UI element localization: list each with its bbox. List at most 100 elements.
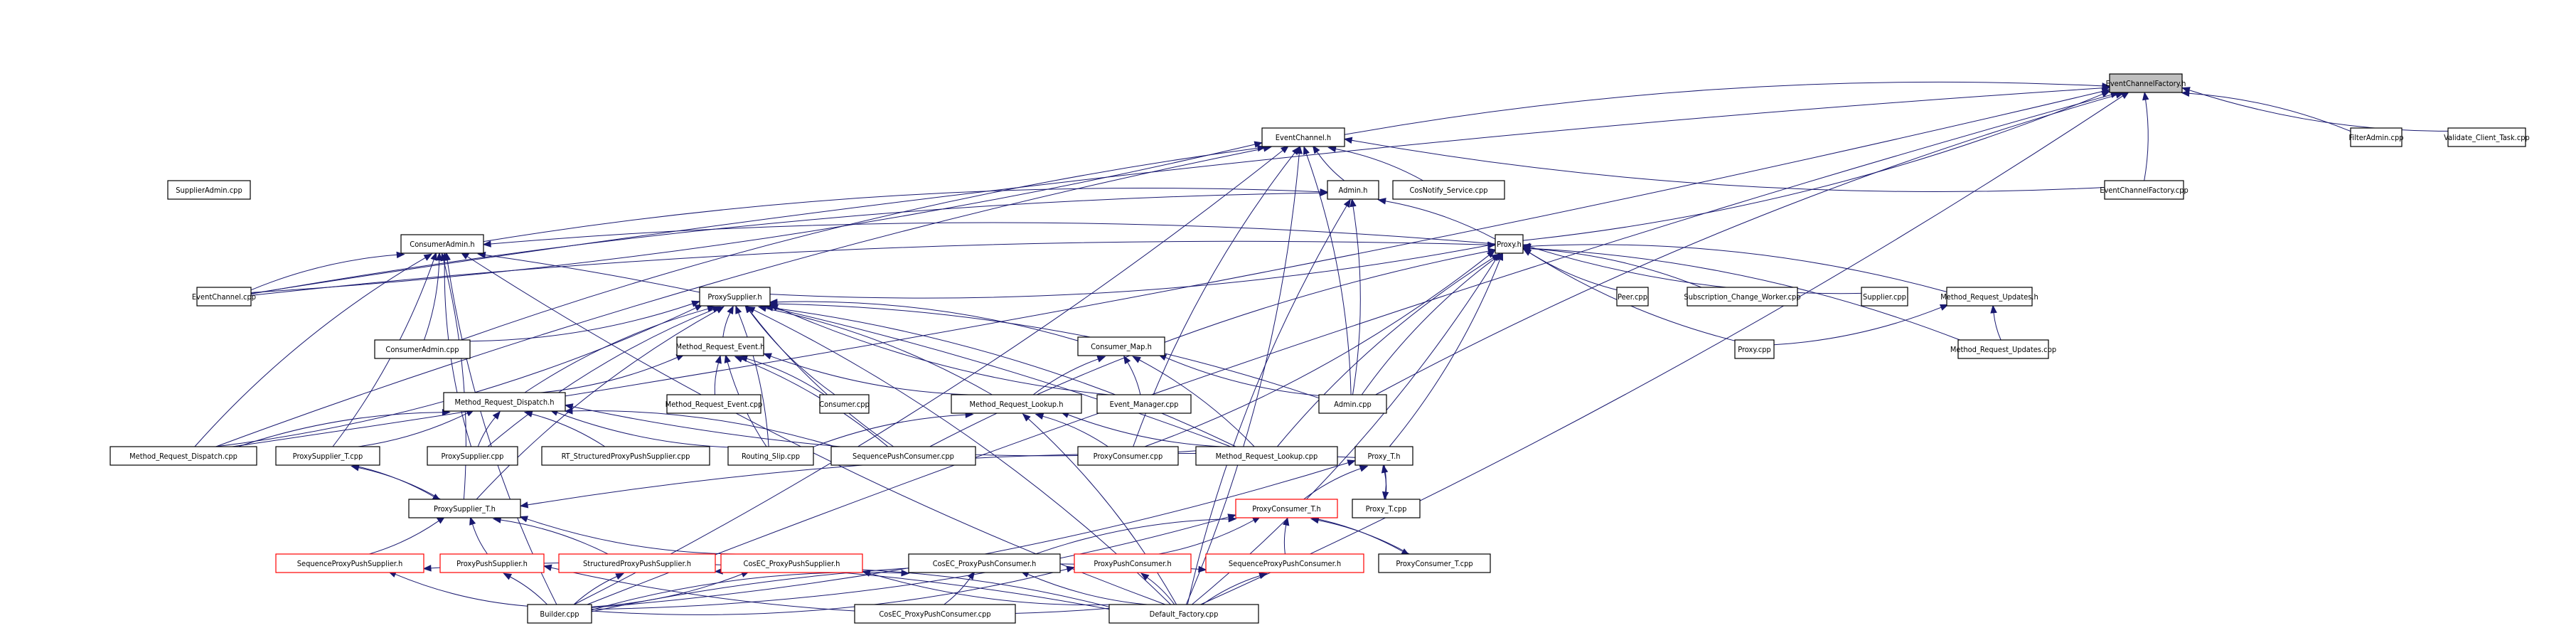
node-box[interactable] (2447, 127, 2526, 147)
node-box[interactable] (541, 446, 710, 466)
node-box[interactable] (1205, 553, 1364, 573)
node-pst-cpp[interactable]: ProxySupplier_T.cpp (275, 446, 380, 466)
node-box[interactable] (196, 287, 252, 307)
node-box[interactable] (1352, 499, 1421, 518)
node-box[interactable] (1957, 339, 2049, 359)
node-box[interactable] (1074, 553, 1192, 573)
node-box[interactable] (1261, 127, 1345, 147)
node-proxysupplier-cpp[interactable]: ProxySupplier.cpp (427, 446, 518, 466)
node-peer[interactable]: Peer.cpp (1616, 287, 1649, 307)
node-rt-spps[interactable]: RT_StructuredProxyPushSupplier.cpp (541, 446, 710, 466)
node-supplieradmin[interactable]: SupplierAdmin.cpp (167, 180, 251, 200)
node-mrl-h[interactable]: Method_Request_Lookup.h (951, 394, 1082, 414)
node-mre-h[interactable]: Method_Request_Event.h (676, 336, 765, 356)
node-admin-cpp[interactable]: Admin.cpp (1318, 394, 1387, 414)
node-box[interactable] (1195, 446, 1338, 466)
node-proxysupplier-h[interactable]: ProxySupplier.h (699, 287, 771, 307)
node-box[interactable] (727, 446, 814, 466)
node-consumeradmin-h[interactable]: ConsumerAdmin.h (400, 234, 484, 254)
node-box[interactable] (1946, 287, 2033, 307)
node-box[interactable] (951, 394, 1082, 414)
node-box[interactable] (1495, 234, 1524, 254)
node-pst-h[interactable]: ProxySupplier_T.h (408, 499, 521, 518)
node-box[interactable] (400, 234, 484, 254)
node-mru-cpp[interactable]: Method_Request_Updates.cpp (1950, 339, 2056, 359)
node-box[interactable] (1108, 604, 1259, 624)
node-seqppc-h[interactable]: SequenceProxyPushConsumer.h (1205, 553, 1364, 573)
node-box[interactable] (558, 553, 716, 573)
node-box[interactable] (699, 287, 771, 307)
node-box[interactable] (830, 446, 976, 466)
node-box[interactable] (1235, 499, 1338, 518)
node-pps-h[interactable]: ProxyPushSupplier.h (439, 553, 545, 573)
node-supplier-cpp[interactable]: Supplier.cpp (1861, 287, 1908, 307)
node-spps-h[interactable]: StructuredProxyPushSupplier.h (558, 553, 716, 573)
node-seqpushcons[interactable]: SequencePushConsumer.cpp (830, 446, 976, 466)
node-cosnotify[interactable]: CosNotify_Service.cpp (1392, 180, 1505, 200)
node-seqpps-h[interactable]: SequenceProxyPushSupplier.h (275, 553, 424, 573)
node-proxy-cpp[interactable]: Proxy.cpp (1734, 339, 1775, 359)
node-box[interactable] (167, 180, 251, 200)
node-consumeradmin-cpp[interactable]: ConsumerAdmin.cpp (374, 339, 471, 359)
node-box[interactable] (1318, 394, 1387, 414)
node-proxyconsumer-cpp[interactable]: ProxyConsumer.cpp (1077, 446, 1179, 466)
node-box[interactable] (427, 446, 518, 466)
node-proxyt-h[interactable]: Proxy_T.h (1354, 446, 1413, 466)
node-box[interactable] (275, 446, 380, 466)
node-box[interactable] (1096, 394, 1192, 414)
node-cosec-ppc-h[interactable]: CosEC_ProxyPushConsumer.h (908, 553, 1061, 573)
node-box[interactable] (109, 446, 257, 466)
node-box[interactable] (1392, 180, 1505, 200)
node-pct-cpp[interactable]: ProxyConsumer_T.cpp (1378, 553, 1491, 573)
node-proxy-h[interactable]: Proxy.h (1495, 234, 1524, 254)
node-subscr[interactable]: Subscription_Change_Worker.cpp (1684, 287, 1801, 307)
node-cosec-pps-h[interactable]: CosEC_ProxyPushSupplier.h (720, 553, 863, 573)
node-box[interactable] (1354, 446, 1413, 466)
node-box[interactable] (854, 604, 1016, 624)
node-ecf-h[interactable]: EventChannelFactory.h (2106, 73, 2186, 93)
node-filteradmin[interactable]: FilterAdmin.cpp (2348, 127, 2404, 147)
node-mrd-cpp[interactable]: Method_Request_Dispatch.cpp (109, 446, 257, 466)
node-box[interactable] (1077, 446, 1179, 466)
node-box[interactable] (408, 499, 521, 518)
node-box[interactable] (1327, 180, 1379, 200)
node-consumermap-h[interactable]: Consumer_Map.h (1077, 336, 1165, 356)
node-box[interactable] (2104, 180, 2184, 200)
node-box[interactable] (720, 553, 863, 573)
node-box[interactable] (2350, 127, 2403, 147)
node-box[interactable] (666, 394, 761, 414)
node-mre-cpp[interactable]: Method_Request_Event.cpp (666, 394, 763, 414)
node-box[interactable] (2109, 73, 2183, 93)
node-ec-cpp[interactable]: EventChannel.cpp (192, 287, 256, 307)
node-box[interactable] (1077, 336, 1165, 356)
node-admin-h[interactable]: Admin.h (1327, 180, 1379, 200)
node-builder[interactable]: Builder.cpp (527, 604, 592, 624)
node-box[interactable] (443, 392, 566, 412)
node-box[interactable] (1734, 339, 1775, 359)
node-box[interactable] (1861, 287, 1908, 307)
node-eventmgr[interactable]: Event_Manager.cpp (1096, 394, 1192, 414)
node-mrl-cpp[interactable]: Method_Request_Lookup.cpp (1195, 446, 1338, 466)
node-box[interactable] (676, 336, 764, 356)
node-box[interactable] (1378, 553, 1491, 573)
node-cosec-ppc-cpp[interactable]: CosEC_ProxyPushConsumer.cpp (854, 604, 1016, 624)
node-box[interactable] (275, 553, 424, 573)
node-consumer-cpp[interactable]: Consumer.cpp (819, 394, 870, 414)
node-box[interactable] (527, 604, 592, 624)
node-box[interactable] (374, 339, 471, 359)
node-ec-h[interactable]: EventChannel.h (1261, 127, 1345, 147)
node-ecf-cpp[interactable]: EventChannelFactory.cpp (2100, 180, 2188, 200)
node-mrd-h[interactable]: Method_Request_Dispatch.h (443, 392, 566, 412)
node-box[interactable] (1687, 287, 1798, 307)
node-proxyt-cpp[interactable]: Proxy_T.cpp (1352, 499, 1421, 518)
node-pct-h[interactable]: ProxyConsumer_T.h (1235, 499, 1338, 518)
node-box[interactable] (439, 553, 545, 573)
node-box[interactable] (1616, 287, 1649, 307)
node-box[interactable] (819, 394, 870, 414)
node-ppc-h[interactable]: ProxyPushConsumer.h (1074, 553, 1192, 573)
node-default-factory[interactable]: Default_Factory.cpp (1108, 604, 1259, 624)
node-routing[interactable]: Routing_Slip.cpp (727, 446, 814, 466)
node-mru-h[interactable]: Method_Request_Updates.h (1940, 287, 2038, 307)
node-validate[interactable]: Validate_Client_Task.cpp (2444, 127, 2530, 147)
node-box[interactable] (908, 553, 1061, 573)
